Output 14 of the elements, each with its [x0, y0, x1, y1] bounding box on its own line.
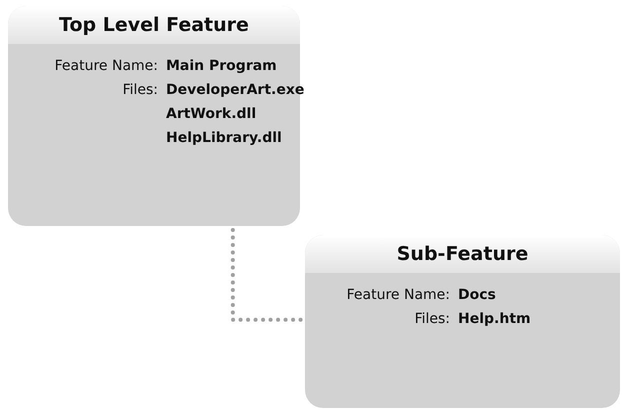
field-value: HelpLibrary.dll	[166, 130, 282, 146]
field-label: Files:	[414, 311, 450, 327]
field-label: Files:	[122, 82, 158, 98]
dotted-connector	[230, 228, 303, 322]
card-heading: Top Level Feature	[59, 12, 249, 38]
field-value: Help.htm	[458, 311, 531, 327]
field-label: Feature Name:	[54, 58, 158, 74]
field-value: DeveloperArt.exe	[166, 82, 304, 98]
field-value: Docs	[458, 287, 496, 303]
field-value: ArtWork.dll	[166, 106, 256, 122]
feature-card	[305, 235, 620, 408]
field-label: Feature Name:	[346, 287, 450, 303]
field-value: Main Program	[166, 58, 277, 74]
card-heading: Sub-Feature	[396, 242, 528, 267]
